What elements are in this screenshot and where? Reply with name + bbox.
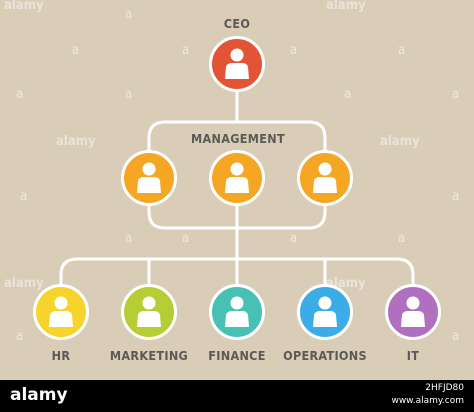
it-label: IT (406, 348, 420, 363)
management-center-person-head (230, 162, 244, 176)
finance-person-icon (225, 311, 249, 327)
it-person-head (406, 296, 420, 310)
finance-label: FINANCE (208, 348, 266, 363)
site-url: www.alamy.com (391, 396, 464, 406)
marketing-person-icon (137, 311, 161, 327)
ceo-person-icon (225, 63, 249, 79)
management-left-person-icon (137, 177, 161, 193)
org-chart: CEO MANAGEMENT HR MARKETING FINANCE OPER… (4, 0, 460, 363)
watermark-dot: a (72, 43, 80, 58)
image-id: 2HFJD80 www.alamy.com (391, 382, 464, 408)
watermark-text: alamy (326, 276, 366, 291)
watermark-dot: a (20, 189, 28, 204)
watermark-dot: a (182, 231, 190, 246)
hr-person-head (54, 296, 68, 310)
watermark-dot: a (182, 43, 190, 58)
watermark-dot: a (125, 87, 133, 102)
hr-person-icon (49, 311, 73, 327)
watermark-text: alamy (56, 134, 96, 149)
management-right-person-head (318, 162, 332, 176)
watermark-dot: a (16, 329, 24, 344)
watermark-dot: a (398, 43, 406, 58)
watermark-dot: a (290, 43, 298, 58)
footer-bar: alamy 2HFJD80 www.alamy.com (0, 380, 474, 412)
watermark-text: alamy (4, 276, 44, 291)
marketing-label: MARKETING (109, 348, 189, 363)
management-right-person-icon (313, 177, 337, 193)
org-chart-diagram (33, 36, 441, 340)
watermark-dot: a (452, 189, 460, 204)
hr-label: HR (51, 348, 71, 363)
management-left-person-head (142, 162, 156, 176)
watermark-text: alamy (380, 134, 420, 149)
alamy-logo: alamy (10, 385, 68, 405)
watermark-text: alamy (4, 0, 44, 13)
watermark-dot: a (125, 7, 133, 22)
management-top-connector (147, 120, 327, 152)
management-label: MANAGEMENT (191, 131, 285, 146)
it-person-icon (401, 311, 425, 327)
watermark-dot: a (16, 87, 24, 102)
watermark-dot: a (344, 87, 352, 102)
management-center-person-icon (225, 177, 249, 193)
watermark-dot: a (398, 231, 406, 246)
operations-person-head (318, 296, 332, 310)
image-id-code: 2HFJD80 (425, 383, 464, 393)
operations-label: OPERATIONS (283, 348, 367, 363)
operations-person-icon (313, 311, 337, 327)
department-connector (59, 257, 415, 288)
watermark-dot: a (452, 329, 460, 344)
watermark-dot: a (452, 87, 460, 102)
marketing-person-head (142, 296, 156, 310)
watermark-dot: a (290, 231, 298, 246)
ceo-label: CEO (223, 16, 251, 31)
finance-person-head (230, 296, 244, 310)
watermark-text: alamy (326, 0, 366, 13)
watermark-dot: a (125, 231, 133, 246)
ceo-person-head (230, 48, 244, 62)
